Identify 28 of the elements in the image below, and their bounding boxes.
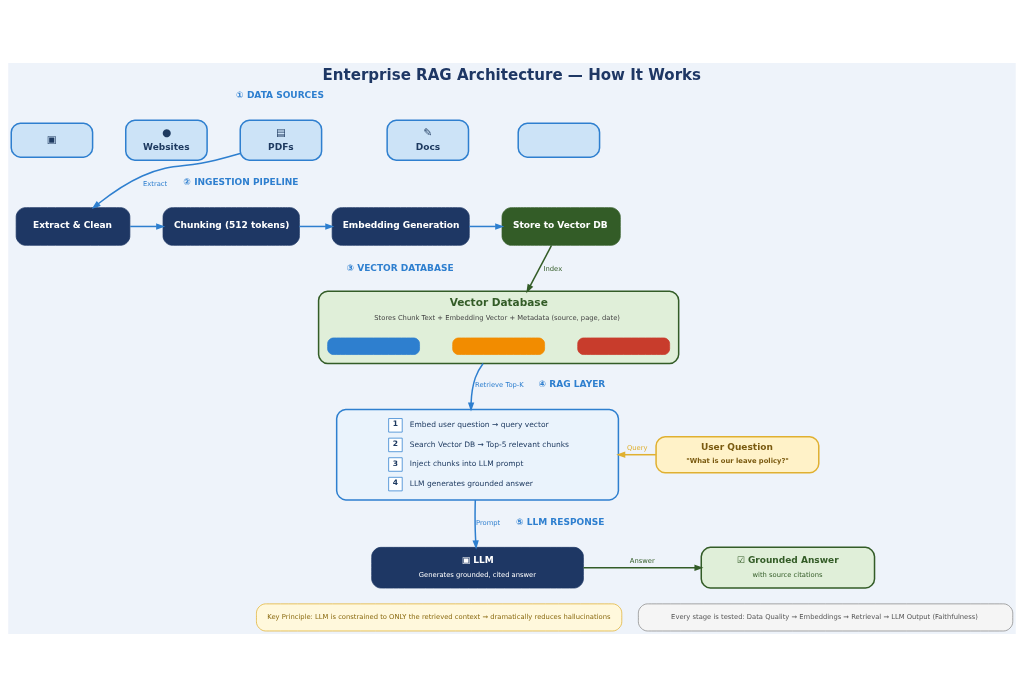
arrow (129, 222, 166, 230)
diagram-title: Enterprise RAG Architecture — How It Works (322, 65, 702, 84)
arrow (582, 564, 704, 571)
arrow (616, 451, 657, 458)
label: ⑤ LLM RESPONSE (515, 516, 605, 527)
node-box: 1 Embed user question → query vector 2 Search Vector DB → Top-5 relevant chunks 3 Inject chunks into LLM prompt 4 LLM generates grounded answer (335, 408, 620, 501)
label: ④ RAG LAYER (538, 378, 606, 389)
label: ② INGESTION PIPELINE (183, 176, 299, 187)
node-box: ▣ (10, 122, 94, 158)
node-box (517, 122, 601, 158)
arrow (526, 244, 553, 293)
node-box (452, 337, 545, 355)
arrow (472, 498, 479, 549)
arrow (298, 222, 335, 230)
node-box: ▤ PDFs (239, 119, 323, 161)
node-box: Store to Vector DB (501, 206, 621, 246)
node-box: ● Websites (125, 119, 208, 161)
arrow (467, 362, 484, 412)
node-box: Chunking (512 tokens) (162, 206, 300, 246)
label: ① DATA SOURCES (236, 89, 324, 100)
node-box: Extract & Clean (15, 206, 131, 246)
node-box: ✎ Docs (386, 119, 470, 161)
arrow (468, 222, 505, 230)
node-box: Embedding Generation (331, 206, 470, 246)
label: ③ VECTOR DATABASE (346, 262, 454, 273)
node-box (327, 337, 420, 355)
node-box (577, 337, 670, 355)
arrow (91, 152, 241, 209)
